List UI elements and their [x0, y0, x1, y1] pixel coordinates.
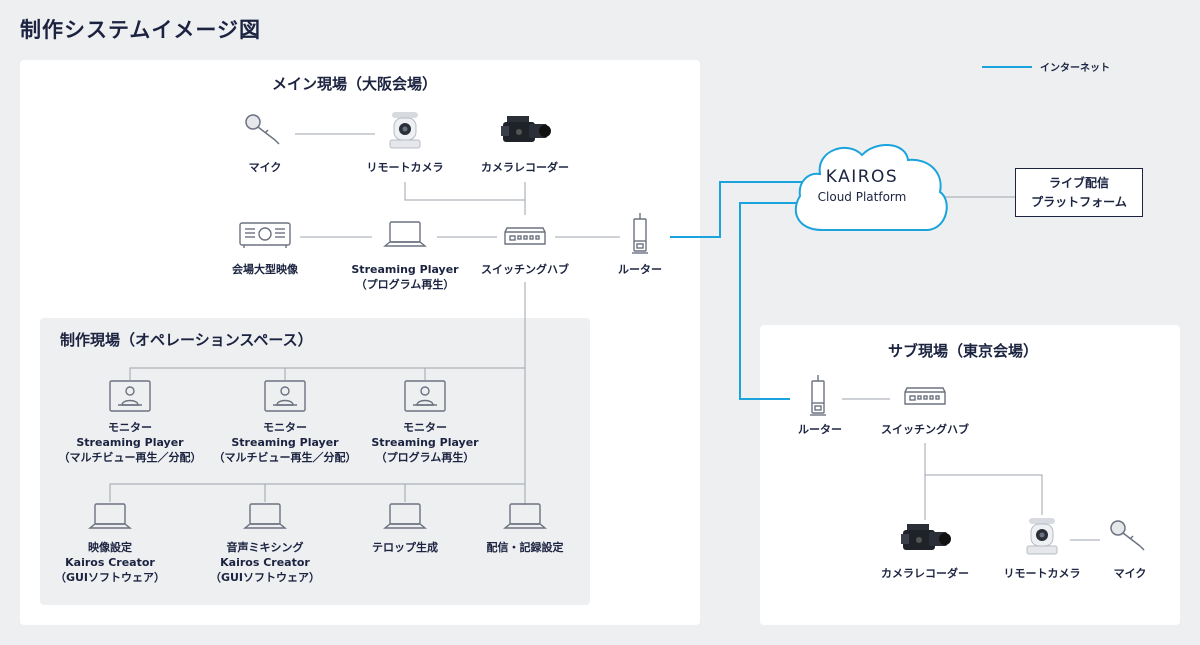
laptop-label-4: 配信・記録設定 [487, 540, 564, 555]
streaming-player-label-1: Streaming Player [351, 263, 459, 276]
sub-switching-hub-label: スイッチングハブ [881, 423, 969, 436]
platform-label-2: プラットフォーム [1031, 195, 1127, 209]
streaming-platform-box[interactable]: ライブ配信 プラットフォーム [1015, 168, 1143, 217]
switching-hub-icon[interactable] [503, 222, 547, 252]
monitor-3-line2: Streaming Player [371, 436, 479, 449]
switching-hub-icon[interactable] [903, 382, 947, 412]
monitor-icon[interactable] [403, 379, 447, 417]
streaming-player-label: Streaming Player （プログラム再生） [351, 262, 458, 292]
laptop-label-2: 音声ミキシング Kairos Creator （GUIソフトウェア） [210, 540, 320, 585]
monitor-2-line3: （マルチビュー再生／分配） [213, 451, 357, 464]
streaming-player-label-2: （プログラム再生） [355, 278, 455, 291]
switching-hub-label: スイッチングハブ [481, 263, 569, 276]
laptop-1-line1: 映像設定 [88, 541, 132, 554]
main-venue-title: メイン現場（大阪会場） [272, 75, 438, 93]
camera-recorder-icon[interactable] [899, 520, 951, 560]
monitor-1-line1: モニター [108, 421, 152, 434]
sub-venue-title: サブ現場（東京会場） [888, 342, 1039, 360]
monitor-2-line2: Streaming Player [231, 436, 339, 449]
camera-recorder-icon[interactable] [499, 112, 551, 152]
laptop-4-line1: 配信・記録設定 [486, 541, 564, 554]
monitor-3-line1: モニター [402, 421, 447, 434]
laptop-icon[interactable] [383, 501, 427, 537]
projector-label: 会場大型映像 [232, 263, 298, 276]
monitor-label-3: モニター Streaming Player （プログラム再生） [371, 420, 478, 465]
legend-internet-label: インターネット [1040, 63, 1110, 74]
sub-mic-label: マイク [1113, 567, 1147, 580]
remote-camera-icon[interactable] [1025, 516, 1059, 560]
mic-label: マイク [248, 161, 282, 174]
projector-icon[interactable] [238, 220, 292, 254]
monitor-label-1: モニター Streaming Player （マルチビュー再生／分配） [59, 420, 202, 465]
sub-camera-recorder-label: カメラレコーダー [881, 567, 969, 580]
laptop-1-line3: （GUIソフトウェア） [54, 571, 166, 584]
monitor-icon[interactable] [108, 379, 152, 417]
laptop-label-3: テロップ生成 [372, 540, 438, 555]
cloud-subtitle: Cloud Platform [817, 190, 907, 204]
remote-camera-icon[interactable] [388, 110, 422, 154]
laptop-3-line1: テロップ生成 [372, 541, 438, 554]
laptop-2-line1: 音声ミキシング [226, 541, 304, 554]
monitor-label-2: モニター Streaming Player （マルチビュー再生／分配） [214, 420, 357, 465]
monitor-3-line3: （プログラム再生） [375, 451, 475, 464]
mic-icon[interactable] [1108, 518, 1152, 558]
platform-label-1: ライブ配信 [1048, 176, 1109, 190]
monitor-1-line2: Streaming Player [76, 436, 184, 449]
router-label: ルーター [618, 263, 662, 276]
laptop-2-line2: Kairos Creator [220, 556, 310, 569]
router-icon[interactable] [630, 211, 650, 259]
remote-camera-label: リモートカメラ [366, 161, 444, 174]
cloud-title: KAIROS [825, 167, 899, 187]
monitor-1-line3: （マルチビュー再生／分配） [58, 451, 202, 464]
operation-space-title: 制作現場（オペレーションスペース） [60, 331, 313, 349]
laptop-icon[interactable] [383, 219, 427, 255]
sub-remote-camera-label: リモートカメラ [1003, 567, 1081, 580]
mic-icon[interactable] [243, 112, 287, 152]
laptop-icon[interactable] [503, 501, 547, 537]
router-icon[interactable] [808, 373, 828, 421]
laptop-1-line2: Kairos Creator [65, 556, 155, 569]
page-title: 制作システムイメージ図 [20, 18, 261, 42]
laptop-icon[interactable] [88, 501, 132, 537]
kairos-cloud[interactable]: KAIROS Cloud Platform [792, 166, 932, 206]
sub-router-label: ルーター [798, 423, 842, 436]
operation-space-panel [40, 318, 590, 605]
monitor-2-line1: モニター [263, 421, 307, 434]
camera-recorder-label: カメラレコーダー [481, 161, 569, 174]
laptop-2-line3: （GUIソフトウェア） [209, 571, 321, 584]
laptop-label-1: 映像設定 Kairos Creator （GUIソフトウェア） [55, 540, 165, 585]
monitor-icon[interactable] [263, 379, 307, 417]
laptop-icon[interactable] [243, 501, 287, 537]
